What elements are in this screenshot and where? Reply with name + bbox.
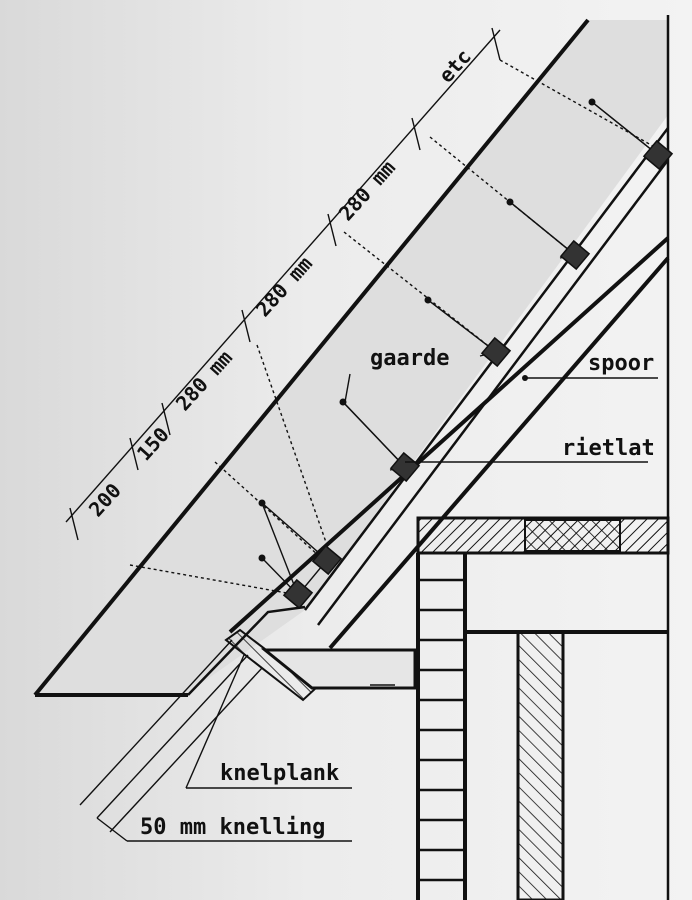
- dimension-280-b: 280 mm: [251, 252, 317, 322]
- dimension-280-c: 280 mm: [334, 156, 400, 226]
- dimension-etc: etc: [434, 44, 476, 87]
- tie-knots: [258, 98, 596, 562]
- spoor-leader-dot: [522, 375, 528, 381]
- wall-post: [516, 630, 565, 900]
- thatch-layer: [35, 20, 668, 695]
- dimension-line: [65, 29, 501, 523]
- wall-plate-beam-segment: [524, 519, 621, 552]
- label-leaders: [96, 373, 658, 842]
- thatch-outer-edge: [33, 18, 590, 697]
- rafter-top-edge: [228, 236, 670, 634]
- dimension-ticks: [69, 27, 501, 541]
- batten-line-upper: [304, 127, 669, 611]
- label-knelling: 50 mm knelling: [140, 815, 325, 840]
- gaarde-rods: [282, 139, 674, 610]
- brick-courses: [418, 578, 465, 882]
- knelling-line-3: [109, 667, 263, 833]
- label-gaarde: gaarde: [370, 346, 449, 371]
- dimension-280-a: 280 mm: [171, 346, 237, 416]
- label-knelplank: knelplank: [220, 761, 339, 786]
- label-spoor: spoor: [588, 351, 654, 376]
- knelling-line-1: [79, 639, 233, 806]
- batten-line-lower: [317, 159, 669, 626]
- dimension-150: 150: [132, 422, 174, 465]
- eave-fascia: [260, 648, 417, 690]
- thatch-eave-underside: [187, 605, 306, 696]
- rafter-bottom-edge: [328, 256, 670, 650]
- dimension-200: 200: [84, 478, 126, 521]
- knelling-line-2: [96, 654, 249, 819]
- label-rietlat: rietlat: [562, 436, 655, 461]
